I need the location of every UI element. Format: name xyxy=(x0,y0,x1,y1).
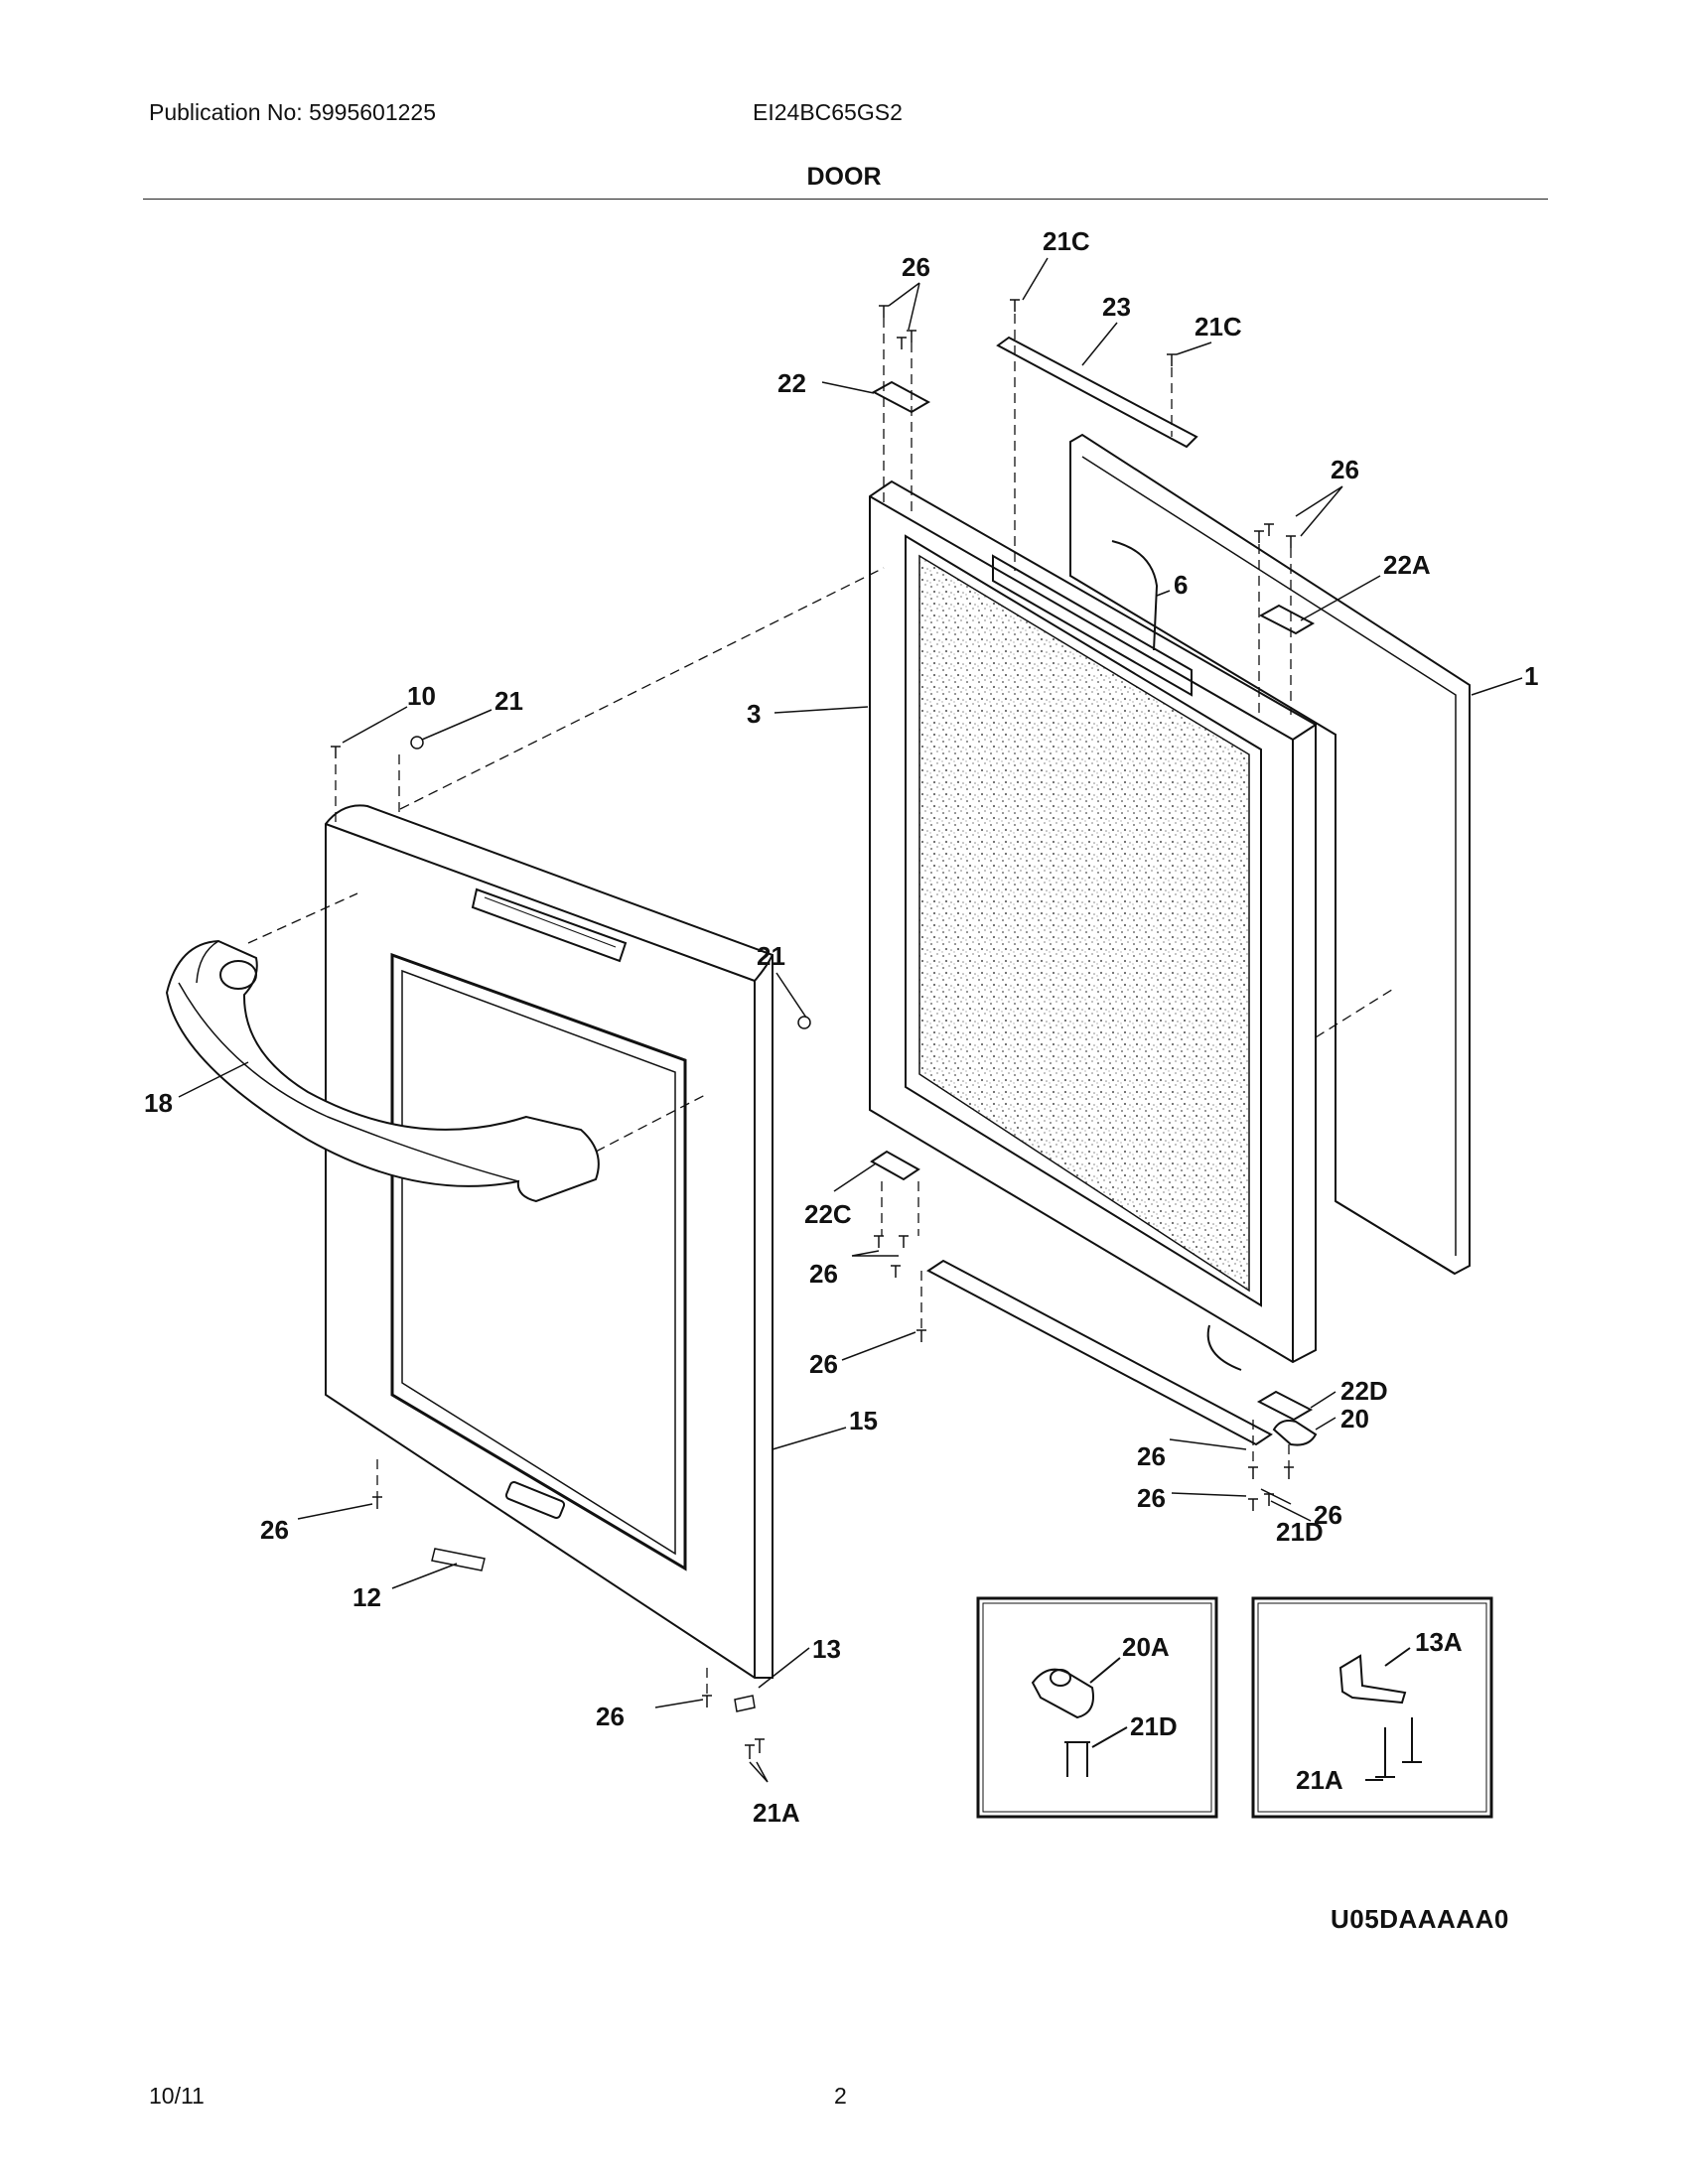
label-22c: 22C xyxy=(804,1199,852,1229)
label-21c: 21C xyxy=(1195,312,1242,341)
label-21d: 21D xyxy=(1130,1711,1178,1741)
label-26: 26 xyxy=(596,1702,625,1731)
door-liner-frame xyxy=(869,479,1317,1364)
label-6: 6 xyxy=(1174,570,1188,600)
hinge-plate-22d xyxy=(1256,1390,1314,1422)
hinge-plate-22 xyxy=(871,380,931,414)
label-21a: 21A xyxy=(1296,1765,1343,1795)
bottom-trim xyxy=(926,1259,1273,1446)
label-26: 26 xyxy=(902,252,930,282)
label-23: 23 xyxy=(1102,292,1131,322)
model-number: EI24BC65GS2 xyxy=(753,99,903,125)
label-26: 26 xyxy=(1331,455,1359,484)
screws xyxy=(331,299,1296,1759)
page-title: DOOR xyxy=(806,163,882,191)
label-13: 13 xyxy=(812,1634,841,1664)
top-trim xyxy=(996,336,1198,449)
page-number: 2 xyxy=(834,2083,847,2109)
label-26: 26 xyxy=(1137,1441,1166,1471)
hinge-plate-22c xyxy=(870,1150,920,1181)
label-21: 21 xyxy=(494,686,523,716)
inset-box-20a xyxy=(976,1596,1218,1819)
hinge-plate-22a xyxy=(1258,604,1316,635)
wire-harness xyxy=(1111,540,1159,651)
diagram-code: U05DAAAAA0 xyxy=(1331,1904,1509,1934)
label-21c: 21C xyxy=(1043,226,1090,256)
label-12: 12 xyxy=(352,1582,381,1612)
label-26: 26 xyxy=(260,1515,289,1545)
label-20a: 20A xyxy=(1122,1632,1170,1662)
label-26: 26 xyxy=(1314,1500,1342,1530)
publication-date: 10/11 xyxy=(149,2083,205,2109)
label-21d: 21D xyxy=(1276,1517,1324,1547)
label-21: 21 xyxy=(757,941,785,971)
inset-box-13a xyxy=(1251,1596,1493,1819)
label-18: 18 xyxy=(144,1088,173,1118)
label-22: 22 xyxy=(777,368,806,398)
header-divider xyxy=(143,199,1548,200)
label-26: 26 xyxy=(809,1259,838,1289)
hinge-20 xyxy=(1272,1420,1318,1446)
label-26: 26 xyxy=(1137,1483,1166,1513)
outer-door-panel xyxy=(325,804,774,1679)
label-26: 26 xyxy=(809,1349,838,1379)
label-21a: 21A xyxy=(753,1798,800,1828)
lower-wire xyxy=(1206,1324,1242,1371)
label-1: 1 xyxy=(1524,661,1538,691)
label-10: 10 xyxy=(407,681,436,711)
publication-number: Publication No: 5995601225 xyxy=(149,99,437,125)
door-gasket xyxy=(1069,433,1471,1276)
label-15: 15 xyxy=(849,1406,878,1435)
label-20: 20 xyxy=(1340,1404,1369,1433)
door-handle xyxy=(165,939,600,1203)
label-3: 3 xyxy=(747,699,761,729)
label-22a: 22A xyxy=(1383,550,1431,580)
part-labels: 26 21C 23 21C 22 26 22A 6 1 3 10 21 21 1… xyxy=(144,226,1538,1828)
label-22d: 22D xyxy=(1340,1376,1388,1406)
label-13a: 13A xyxy=(1415,1627,1463,1657)
